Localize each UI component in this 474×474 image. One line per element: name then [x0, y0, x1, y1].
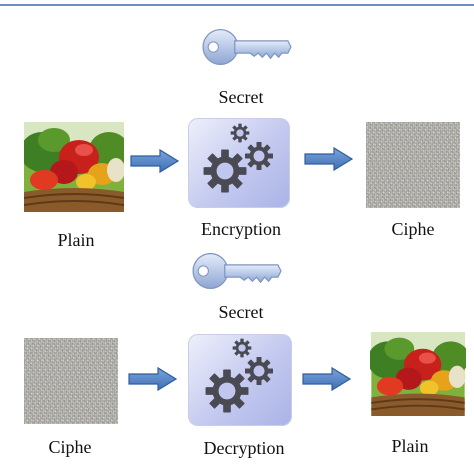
arrow-right-icon: [302, 366, 352, 392]
secret-key-icon: [200, 24, 292, 70]
arrow-right-icon: [128, 366, 178, 392]
decryption-process-box: [188, 334, 292, 426]
encryption-process-box: [188, 118, 290, 208]
bottom-output-label: Plain: [391, 436, 429, 456]
cipher-image-noise: [24, 338, 118, 424]
cipher-image-noise: [366, 122, 460, 208]
top-divider: [0, 4, 474, 6]
plain-image-vegetables: [24, 122, 124, 212]
top-input-label: Plain: [57, 230, 95, 250]
gears-icon: [205, 338, 273, 413]
arrow-right-icon: [304, 146, 354, 172]
bottom-input-label: Ciphe: [48, 437, 92, 457]
gears-icon: [203, 123, 273, 193]
top-process-label: Encryption: [201, 219, 281, 239]
top-output-label: Ciphe: [391, 219, 435, 239]
top-key-label: Secret: [218, 87, 264, 107]
bottom-key-label: Secret: [218, 302, 264, 322]
secret-key-icon: [190, 248, 282, 294]
arrow-right-icon: [130, 148, 180, 174]
plain-image-vegetables: [370, 332, 466, 416]
bottom-process-label: Decryption: [203, 438, 285, 458]
